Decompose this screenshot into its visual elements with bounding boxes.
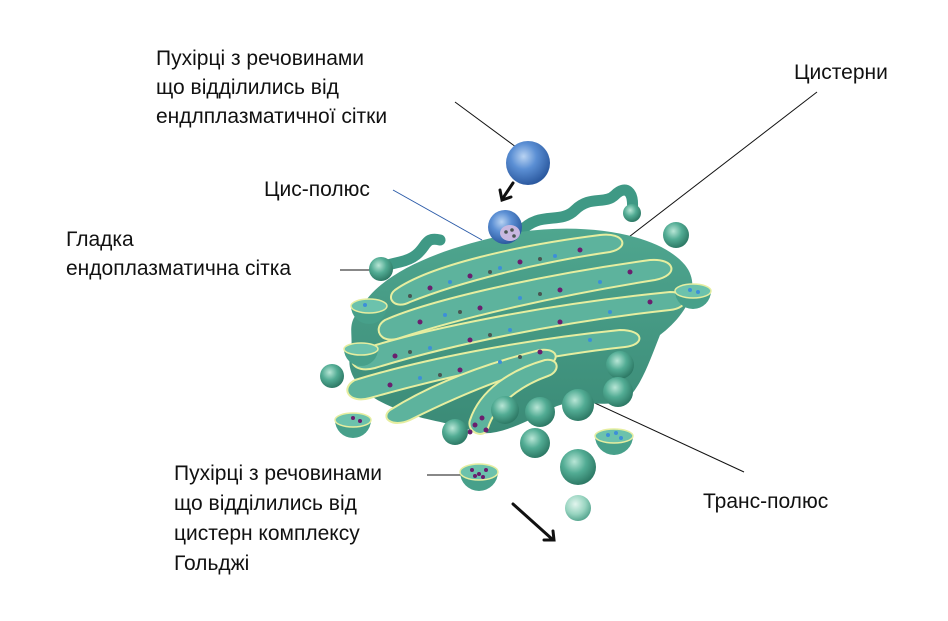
label-er-vesicles: Пухірці з речовинами що відділились від … [156, 47, 388, 128]
label-cis-pole: Цис-полюс [264, 178, 370, 201]
label-trans-pole: Транс-полюс [703, 490, 829, 513]
label-cisternae: Цистерни [794, 61, 888, 84]
label-smooth-er: Гладка ендоплазматична сітка [66, 228, 292, 280]
label-golgi-vesicles: Пухірці з речовинами що відділились від … [174, 462, 383, 575]
open-vesicles [334, 283, 712, 491]
incoming-arrow [498, 181, 515, 202]
outgoing-arrow [511, 502, 556, 542]
golgi-stack [346, 228, 693, 435]
trans-vesicles [320, 351, 634, 521]
cargo-particles [387, 247, 653, 435]
er-vesicle [506, 141, 550, 185]
